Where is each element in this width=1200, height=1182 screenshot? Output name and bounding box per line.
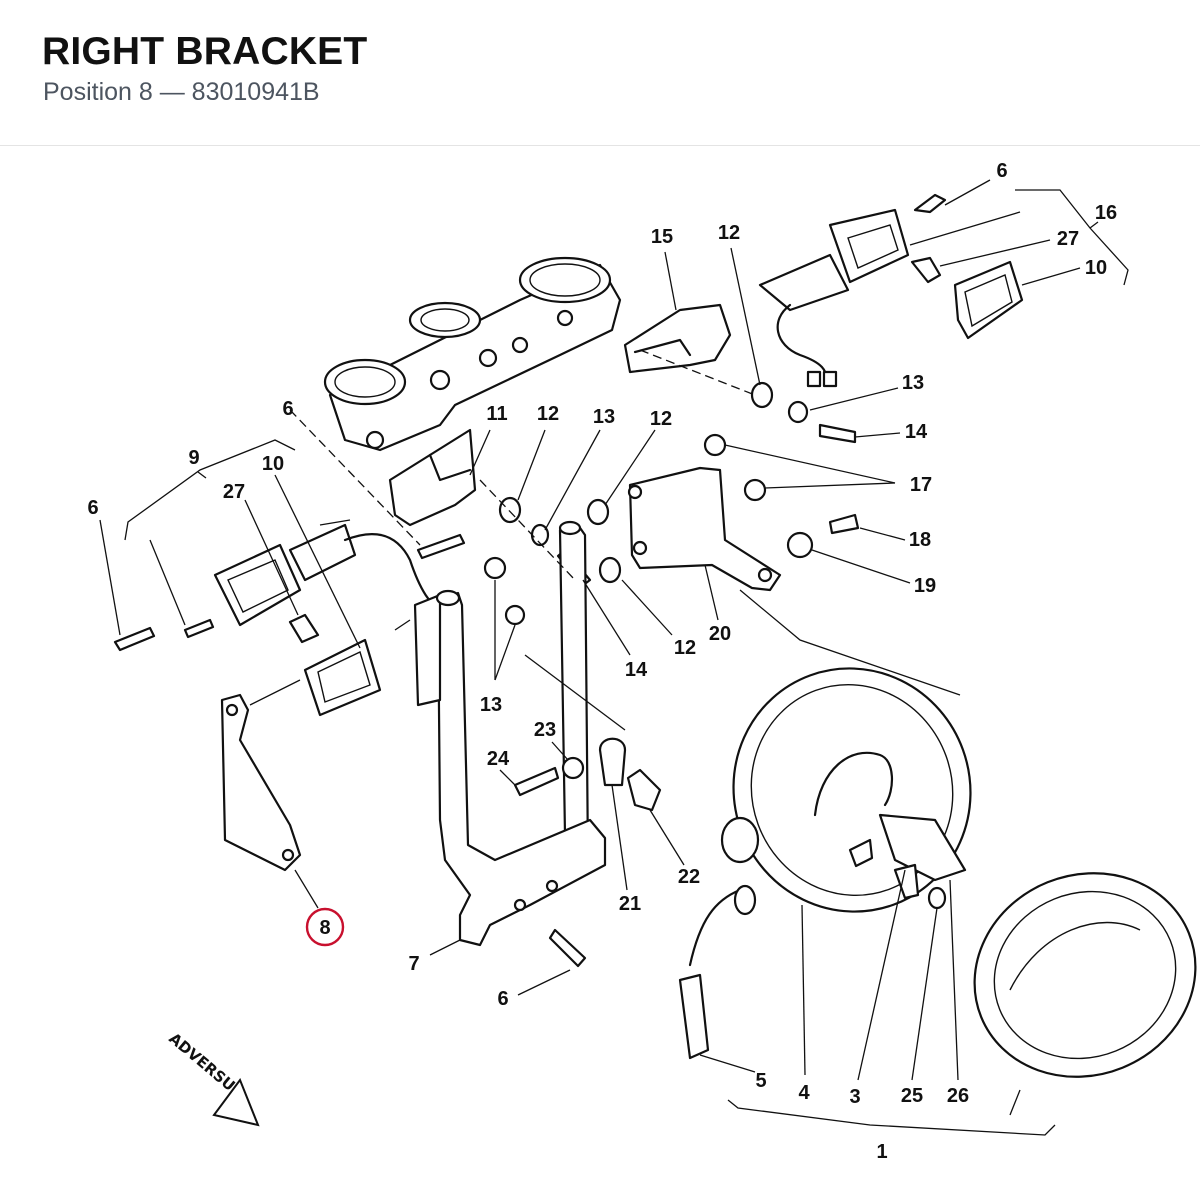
plate-bracket-part-20 [627,466,782,592]
callout-18: 18 [909,529,931,551]
callout-11: 11 [486,403,507,425]
callout-13-low: 13 [480,694,502,716]
headlamp-lens [973,872,1197,1078]
left-bulb-part-27 [288,613,320,644]
callout-10-left: 10 [262,453,284,475]
callout-24: 24 [487,748,510,770]
headlamp-part-1 [678,667,972,1060]
callout-5: 5 [755,1070,766,1092]
right-screw-part-6 [913,193,947,214]
callout-12-top: 12 [718,222,740,244]
highlight-circle[interactable] [305,907,345,947]
center-screw-part-6 [416,533,466,560]
callout-26: 26 [947,1085,969,1107]
washer-part-23 [561,756,585,780]
screw-part-24 [513,766,560,797]
right-bulb-part-27 [910,256,942,284]
callout-23: 23 [534,719,556,741]
callout-15: 15 [651,226,673,248]
left-lens-part-10 [303,638,382,717]
callout-4: 4 [798,1082,810,1104]
callout-9: 9 [188,447,199,469]
callout-6-top: 6 [996,160,1007,182]
page-title: RIGHT BRACKET [42,30,368,73]
callout-20: 20 [709,623,731,645]
callout-19: 19 [914,575,936,597]
callout-12-mid: 12 [537,403,559,425]
callout-7: 7 [408,953,419,975]
callout-21: 21 [619,893,641,915]
left-block-part-11 [388,428,477,527]
clip-part-21 [598,737,627,787]
page-subtitle: Position 8 — 83010941B [43,78,320,106]
callout-6-bottom: 6 [497,988,508,1010]
callout-12-mid-right: 12 [650,408,672,430]
callout-6-upper-left: 6 [282,398,293,420]
callout-16: 16 [1095,202,1117,224]
right-indicator-part-16 [758,208,910,388]
left-screw-part-6b [183,618,215,639]
callout-labels: 6 16 27 10 15 12 13 14 11 12 13 12 17 9 … [87,160,1117,1163]
callout-6-left: 6 [87,497,98,519]
right-lens-part-10 [953,260,1024,340]
callout-14-right: 14 [905,421,928,443]
callout-8: 8 [319,917,330,939]
callout-12-low: 12 [674,637,696,659]
callout-27-right: 27 [1057,228,1079,250]
leader-lines [99,179,1129,1136]
callout-1: 1 [876,1141,887,1163]
grommet-part-22 [626,768,662,812]
bottom-screw-part-6 [548,928,587,968]
callout-25: 25 [901,1085,923,1107]
adversus-logo: ADVERSUS [165,1029,260,1127]
right-bracket-part-15 [623,303,732,374]
callout-8-highlighted[interactable]: 8 [305,907,345,947]
logo-triangle [212,1077,260,1127]
callout-13-right: 13 [902,372,924,394]
page-header: RIGHT BRACKET Position 8 — 83010941B [0,0,1200,146]
top-clamp-assembly [323,256,622,452]
left-screw-part-6a [113,626,156,652]
main-stay-part-7 [413,520,607,947]
right-bracket-part-8 [220,693,302,872]
callout-17: 17 [910,474,932,496]
callout-3: 3 [849,1086,860,1108]
callout-14-low: 14 [625,659,648,681]
callout-10-right: 10 [1085,257,1107,279]
callout-13-mid: 13 [593,406,615,428]
callout-22: 22 [678,866,700,888]
callout-27-left: 27 [223,481,245,503]
